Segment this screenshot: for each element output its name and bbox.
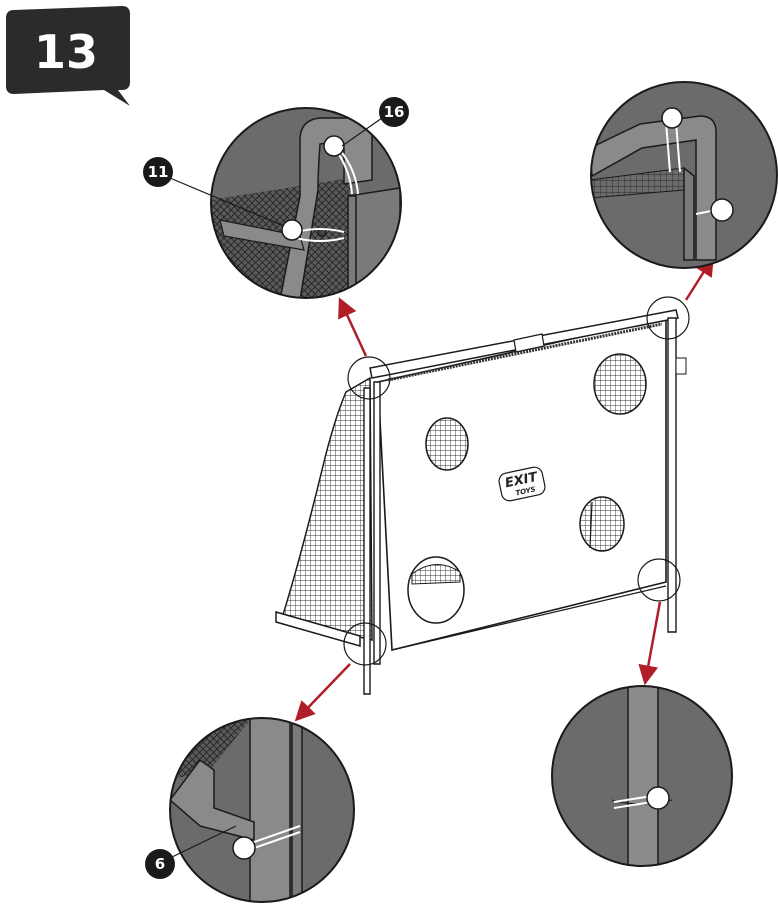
ground-peg-icon xyxy=(323,135,345,157)
zoom-circle-bottom-left xyxy=(169,717,355,903)
target-hole-bottom-right xyxy=(579,496,625,552)
highlight-bottom-left xyxy=(343,622,387,666)
label-tag xyxy=(675,357,687,375)
zoom-circle-top-left xyxy=(210,107,402,299)
zoom-circle-bottom-right xyxy=(551,685,733,867)
left-front-post xyxy=(373,381,381,665)
zoom-circle-top-right xyxy=(590,81,778,269)
step-badge: 13 xyxy=(6,6,130,106)
hole-net-inner xyxy=(411,564,461,585)
crossbar-net-strip xyxy=(387,322,663,382)
arrow-top-left xyxy=(338,297,368,357)
speech-bubble-icon xyxy=(6,6,130,106)
highlight-top-right xyxy=(646,296,690,340)
board-bottom-edge xyxy=(391,585,667,651)
arrow-top-right xyxy=(684,255,715,301)
arrow-bottom-left xyxy=(294,663,351,722)
highlight-bottom-right xyxy=(637,558,681,602)
callout-16-label: 16 xyxy=(384,103,405,121)
ground-bar xyxy=(275,611,361,647)
callout-6-label: 6 xyxy=(155,855,165,873)
highlight-top-left xyxy=(347,356,391,400)
ground-peg-icon xyxy=(232,836,256,860)
hole-edge xyxy=(589,501,593,549)
arrow-bottom-right xyxy=(638,601,662,686)
target-hole-top-right xyxy=(593,353,647,415)
callout-16: 16 xyxy=(341,97,409,147)
direction-arrows xyxy=(294,255,715,722)
crossbar-connector xyxy=(513,333,545,353)
ground-peg-icon xyxy=(281,219,303,241)
goal-assembly: EXIT TOYS xyxy=(275,296,690,695)
callout-11-label: 11 xyxy=(148,163,169,181)
step-number: 13 xyxy=(34,25,98,79)
ground-peg-icon xyxy=(710,198,734,222)
callout-11: 11 xyxy=(143,157,285,227)
logo-line-1: EXIT xyxy=(504,470,540,492)
ground-peg-icon xyxy=(661,107,683,129)
callout-6: 6 xyxy=(145,825,237,879)
target-hole-top-left xyxy=(425,417,469,471)
side-net xyxy=(281,376,373,641)
exit-toys-logo: EXIT TOYS xyxy=(498,466,546,502)
ground-peg-icon xyxy=(646,786,670,810)
right-post xyxy=(667,317,677,633)
left-rear-post xyxy=(363,387,371,695)
